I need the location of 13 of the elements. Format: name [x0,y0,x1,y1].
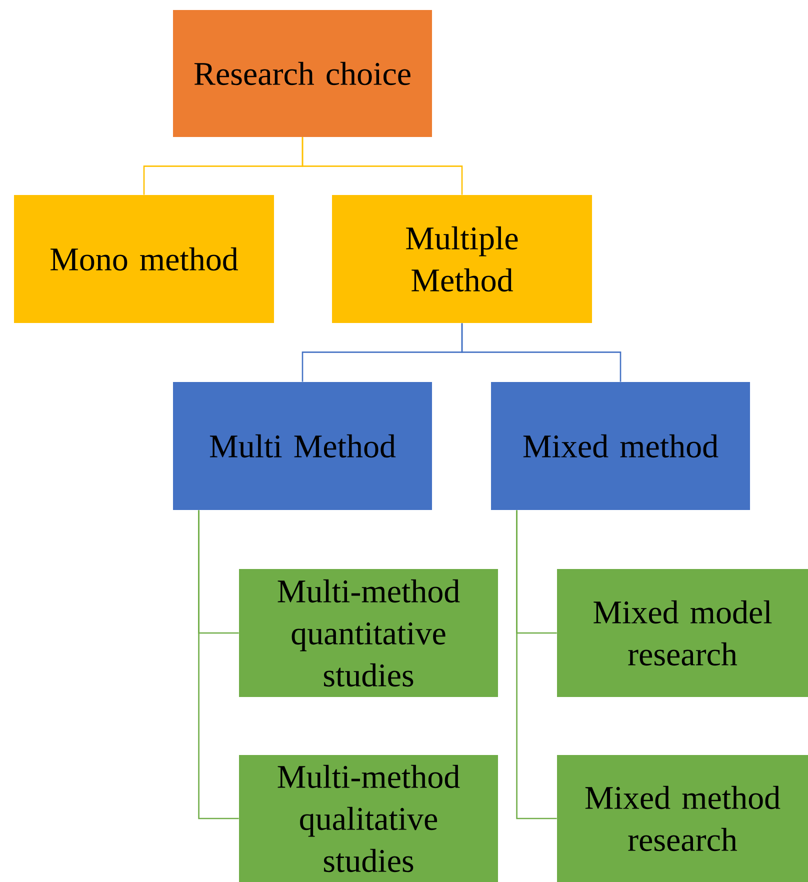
process-box: Multi Method [173,382,432,510]
process-box: Multiple Method [332,195,592,323]
process-box: Mixed method research [557,755,808,882]
connector-line [198,510,239,820]
process-box: Multi-method quantitative studies [239,569,498,697]
connector-line [516,510,557,820]
connector-line [461,323,622,382]
process-box: Multi-method qualitative studies [239,755,498,882]
process-box: Mixed method [491,382,750,510]
process-box: Mono method [14,195,274,323]
process-box: Research choice [173,10,432,137]
connector-line [302,137,463,195]
process-box: Mixed model research [557,569,808,697]
